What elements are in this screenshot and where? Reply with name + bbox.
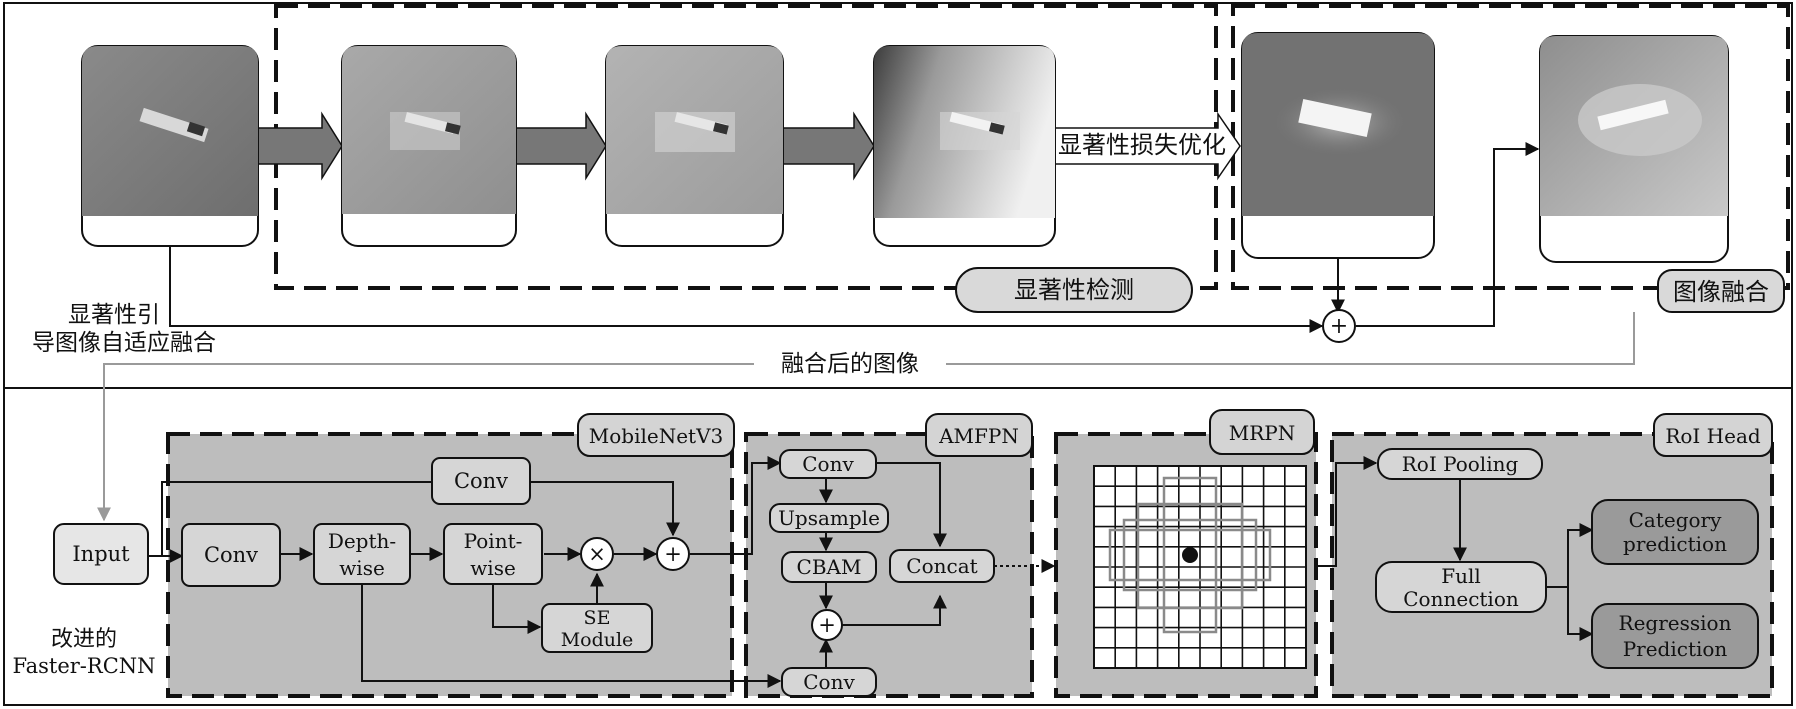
amfpn-title: AMFPN bbox=[938, 424, 1019, 448]
amfpn-top-conv-node bbox=[779, 449, 877, 479]
roi-head-title-box bbox=[1653, 413, 1773, 457]
saliency-detection-label-box bbox=[955, 267, 1193, 313]
saliency-detection-label: 显著性检测 bbox=[1014, 276, 1134, 304]
regression-prediction-node bbox=[1591, 603, 1759, 669]
pointwise-label-line2: wise bbox=[470, 556, 516, 580]
mobilenet-conv-label: Conv bbox=[204, 543, 258, 567]
fusion-add-node: + bbox=[1322, 309, 1356, 343]
regression-prediction-label-line2: Prediction bbox=[1623, 637, 1728, 661]
upsample-label: Upsample bbox=[778, 506, 880, 530]
amfpn-bottom-conv-label: Conv bbox=[803, 670, 855, 694]
amfpn-top-conv-label: Conv bbox=[802, 452, 854, 476]
network-connectors bbox=[148, 456, 1594, 688]
multiply-node: × bbox=[580, 537, 614, 571]
fused-image bbox=[1539, 35, 1729, 263]
regression-prediction-label-line1: Regression bbox=[1619, 611, 1732, 635]
amfpn-title-box bbox=[925, 413, 1033, 457]
saliency-stage-image-1 bbox=[341, 45, 517, 247]
full-connection-label-line1: Full bbox=[1441, 564, 1481, 588]
mobilenet-top-conv-label: Conv bbox=[454, 469, 508, 493]
mobilenet-add-node: + bbox=[656, 537, 690, 571]
anchor-grid bbox=[1093, 465, 1307, 669]
roi-head-title: RoI Head bbox=[1665, 424, 1761, 448]
input-ship-image bbox=[81, 45, 259, 247]
mobilenet-top-conv-node bbox=[431, 457, 531, 505]
saliency-map-image bbox=[1241, 32, 1435, 259]
adaptive-fusion-label-line1: 显著性引 bbox=[68, 302, 160, 328]
roi-pooling-node bbox=[1377, 448, 1543, 480]
saliency-detection-group bbox=[274, 4, 1218, 290]
mrpn-title-box bbox=[1209, 409, 1315, 455]
input-node-label: Input bbox=[72, 542, 130, 566]
svg-text:+: + bbox=[664, 542, 682, 566]
pointwise-label-line1: Point- bbox=[464, 529, 523, 553]
full-connection-label-line2: Connection bbox=[1403, 587, 1519, 611]
mobilenet-conv-node bbox=[181, 523, 281, 587]
category-prediction-node bbox=[1591, 499, 1759, 565]
concat-label: Concat bbox=[906, 554, 977, 578]
svg-text:+: + bbox=[818, 613, 836, 637]
svg-text:+: + bbox=[1330, 314, 1348, 339]
saliency-stage-image-2 bbox=[605, 45, 784, 247]
category-prediction-label-line2: prediction bbox=[1623, 532, 1727, 556]
amfpn-bottom-conv-node bbox=[781, 667, 877, 697]
saliency-loss-arrow bbox=[1054, 111, 1241, 181]
image-fusion-label-box bbox=[1657, 269, 1785, 313]
fusion-connectors bbox=[169, 142, 1540, 333]
mrpn-title: MRPN bbox=[1229, 421, 1296, 445]
depthwise-label-line1: Depth- bbox=[328, 529, 396, 553]
flow-arrow-2 bbox=[515, 111, 607, 181]
saliency-loss-label: 显著性损失优化 bbox=[1058, 131, 1226, 159]
depthwise-node bbox=[313, 523, 411, 585]
full-connection-node bbox=[1375, 561, 1547, 613]
saliency-stage-image-3 bbox=[873, 45, 1056, 247]
cbam-node bbox=[781, 551, 877, 583]
flow-arrow-1 bbox=[257, 111, 343, 181]
upsample-node bbox=[769, 503, 889, 533]
se-module-node bbox=[541, 603, 653, 653]
faster-rcnn-title-line1: 改进的 bbox=[51, 627, 117, 652]
faster-rcnn-title-line2: Faster-RCNN bbox=[12, 654, 155, 678]
roi-pooling-label: RoI Pooling bbox=[1402, 452, 1519, 476]
se-module-label-line1: SE bbox=[584, 607, 611, 629]
adaptive-fusion-label-line2: 导图像自适应融合 bbox=[32, 330, 216, 356]
cbam-label: CBAM bbox=[797, 555, 862, 579]
category-prediction-label-line1: Category bbox=[1629, 508, 1723, 532]
fused-image-label: 融合后的图像 bbox=[781, 351, 919, 377]
se-module-label-line2: Module bbox=[561, 629, 634, 651]
image-fusion-label: 图像融合 bbox=[1673, 278, 1769, 306]
svg-text:×: × bbox=[588, 542, 606, 566]
input-node bbox=[53, 523, 149, 585]
image-fusion-group bbox=[1231, 4, 1790, 290]
depthwise-label-line2: wise bbox=[339, 556, 385, 580]
mobilenet-title: MobileNetV3 bbox=[589, 424, 724, 448]
concat-node bbox=[889, 549, 995, 583]
flow-arrow-3 bbox=[782, 111, 875, 181]
pointwise-node bbox=[443, 523, 543, 585]
mobilenet-title-box bbox=[577, 413, 735, 457]
fused-image-feedback-line bbox=[104, 312, 1635, 520]
amfpn-add-node: + bbox=[811, 609, 843, 641]
